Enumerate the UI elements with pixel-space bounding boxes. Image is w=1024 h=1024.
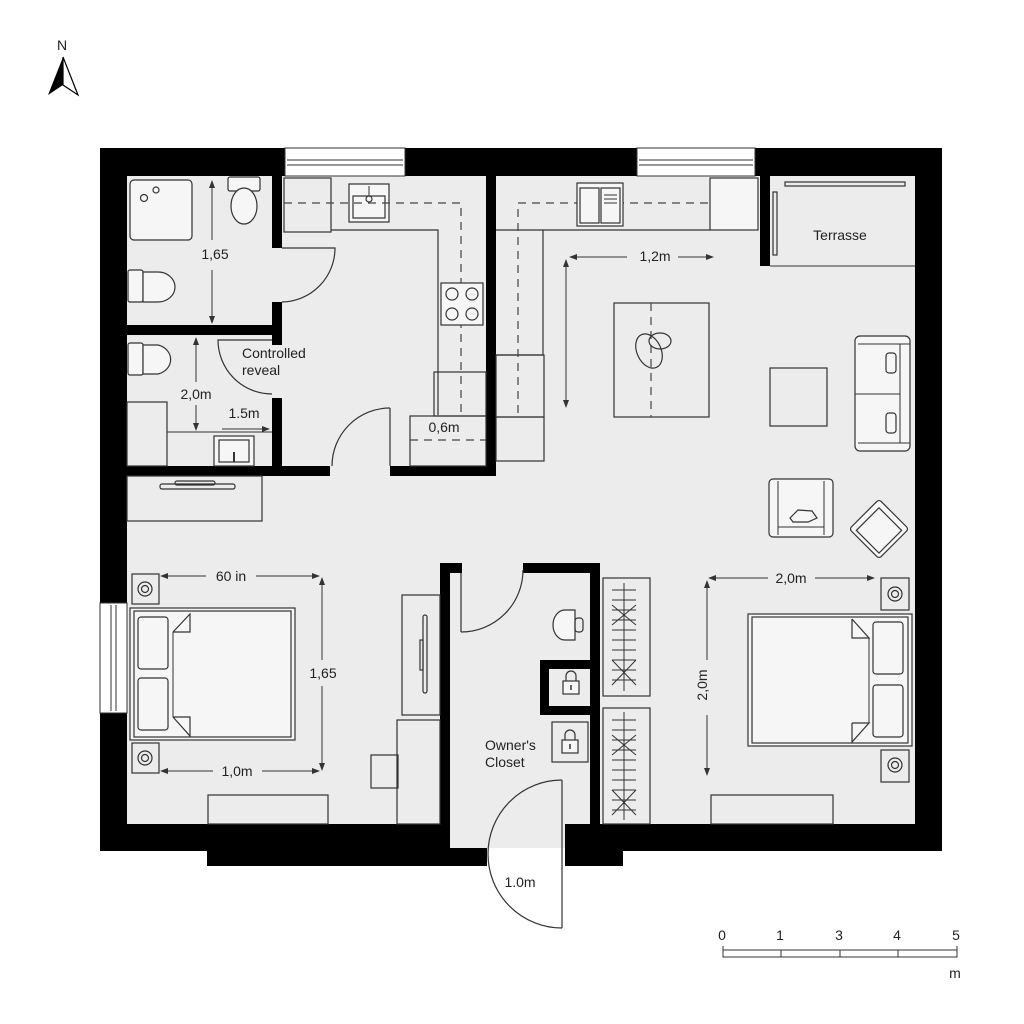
counter-dash — [517, 202, 710, 413]
svg-text:1: 1 — [776, 927, 784, 943]
door-swing-icon: 1.0m — [487, 779, 563, 929]
counter-dash — [284, 202, 462, 414]
washbasin-icon — [552, 609, 584, 641]
dimension-bath-upper: 1,65 — [201, 180, 229, 324]
compass-label: N — [57, 37, 67, 53]
toilet-icon — [127, 269, 176, 303]
dimension-bed1: 60 in 1,65 1,0m — [160, 568, 337, 779]
bath-lower-width: 1.5m — [228, 405, 259, 421]
lock-icon — [562, 670, 580, 695]
armchair-icon — [768, 478, 834, 538]
counter-edge — [331, 229, 439, 415]
vanity-cabinet — [126, 401, 168, 467]
shower-icon — [129, 179, 193, 241]
door-swing-icon — [460, 569, 524, 633]
fridge — [709, 177, 759, 231]
double-sink-icon — [576, 182, 624, 227]
terrace: Terrasse — [770, 181, 915, 267]
terrace-label: Terrasse — [813, 227, 867, 243]
wardrobe-icon — [602, 577, 651, 697]
window-icon — [636, 147, 756, 177]
bed2-width: 2,0m — [775, 570, 806, 586]
desk — [126, 475, 263, 522]
room-label-closet: Owner's Closet — [485, 737, 536, 770]
kitchen-cabinet — [495, 416, 545, 462]
dresser — [207, 794, 329, 825]
armchair-icon — [849, 499, 909, 559]
table-icon — [613, 302, 710, 418]
exterior-walls — [100, 148, 942, 866]
cabinet — [396, 719, 441, 825]
toilet-icon — [127, 342, 172, 376]
toilet-icon — [227, 176, 261, 225]
coffee-table — [769, 367, 828, 427]
svg-text:0: 0 — [718, 927, 726, 943]
living-width: 1,2m — [639, 248, 670, 264]
washbasin-icon — [213, 435, 255, 467]
door-swing-icon — [331, 407, 391, 467]
entry-door-width: 1.0m — [504, 874, 535, 890]
bed-icon — [747, 613, 913, 747]
window-icon — [284, 147, 406, 177]
north-arrow-icon: N — [48, 37, 80, 97]
svg-text:5: 5 — [952, 927, 960, 943]
nightstand-icon — [131, 742, 160, 774]
nightstand-icon — [131, 573, 160, 605]
bath-upper-height: 1,65 — [201, 246, 228, 262]
dimension-living: 1,2m — [563, 248, 714, 408]
door-swing-icon — [217, 339, 273, 395]
svg-text:3: 3 — [835, 927, 843, 943]
window-icon — [99, 602, 128, 714]
side-table — [370, 754, 399, 789]
bed2-height: 2,0m — [694, 669, 710, 700]
room-label-controlled-reveal: Controlled reveal — [242, 345, 306, 378]
bed1-height: 1,65 — [309, 665, 336, 681]
wardrobe-icon — [602, 707, 651, 825]
dresser — [710, 794, 834, 825]
svg-text:Owner's: Owner's — [485, 737, 536, 753]
dimension-bed2: 2,0m 2,0m — [694, 570, 875, 776]
nightstand-icon — [880, 577, 910, 611]
dimension-bath-lower: 2,0m 1.5m — [180, 337, 270, 432]
sofa-icon — [854, 335, 911, 452]
bed1-width-bottom: 1,0m — [221, 763, 252, 779]
kitchen-counter-dim: 0,6m — [428, 419, 459, 435]
bed1-width-top: 60 in — [216, 568, 246, 584]
stove-icon — [440, 282, 484, 326]
wardrobe-icon — [401, 594, 441, 716]
bed-icon — [129, 607, 296, 741]
svg-text:m: m — [949, 965, 961, 981]
svg-text:Controlled: Controlled — [242, 345, 306, 361]
bath-lower-height: 2,0m — [180, 386, 211, 402]
scale-bar: 0 1 3 4 5 m — [718, 927, 961, 981]
counter-dimension: 0,6m — [409, 415, 487, 467]
kitchen-cabinet — [283, 177, 332, 233]
door-swing-icon — [281, 247, 336, 303]
svg-text:reveal: reveal — [242, 362, 280, 378]
lock-icon — [551, 721, 589, 763]
svg-text:Closet: Closet — [485, 754, 525, 770]
svg-text:4: 4 — [893, 927, 901, 943]
nightstand-icon — [880, 749, 910, 783]
